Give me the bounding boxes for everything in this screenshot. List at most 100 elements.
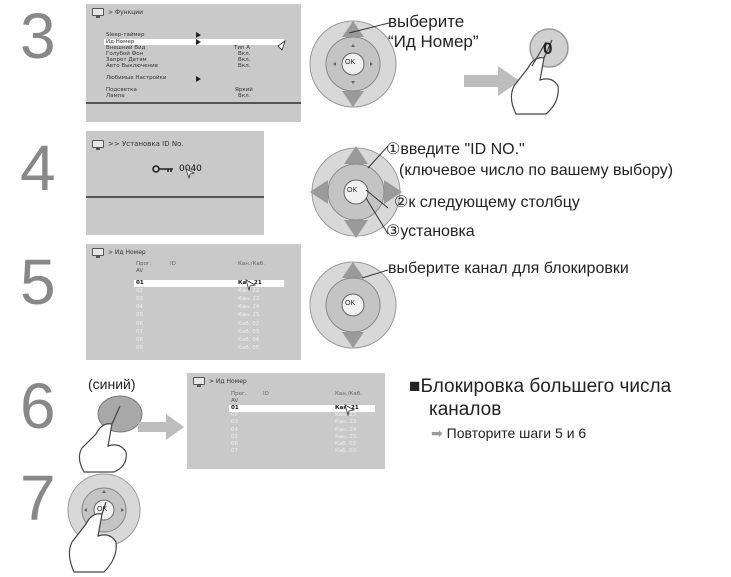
channel-value: Кан. 24	[335, 426, 357, 433]
channel-value: Кан. 22	[335, 412, 357, 419]
id-setup-header: >> Установка ID No.	[92, 140, 184, 150]
column-header-channel: Кан./Каб.	[335, 391, 362, 397]
column-header-id: ID	[170, 261, 176, 267]
id-setup-title: >> Установка ID No.	[108, 140, 184, 148]
channel-value: Каб. 05	[238, 344, 260, 351]
key-icon	[152, 165, 173, 173]
circled-2-icon: ②	[394, 194, 409, 211]
column-header-program: Прог.	[231, 391, 247, 397]
menu-item-backlight[interactable]: Подсветка	[106, 87, 137, 93]
menu-item-id-number[interactable]: Ид Номер	[106, 39, 135, 45]
program-number[interactable]: 03	[136, 296, 143, 303]
menu-value-auto-off: Вкл.	[238, 63, 251, 69]
menu-value-appearance: Тип А	[234, 45, 251, 51]
instruction-next-column-text: к следующему столбцу	[408, 194, 580, 211]
program-number[interactable]: 07	[136, 328, 143, 335]
instruction-enter-number: ①введите "ID NO."	[386, 139, 525, 159]
id-setup-screen: >> Установка ID No. 0040	[86, 131, 264, 235]
ok-button-label-step4[interactable]: OK	[347, 187, 358, 194]
id-code-input[interactable]: 0040	[179, 164, 202, 174]
remote-dpad-step5	[309, 261, 397, 349]
program-number[interactable]: 03	[231, 419, 238, 426]
instruction-keycode-note: (ключевое число по вашему выбору)	[399, 162, 674, 179]
program-number[interactable]: 09	[136, 344, 143, 351]
program-number[interactable]: 02	[231, 412, 238, 419]
menu-item-sleep-timer[interactable]: Sleep-таймер	[106, 32, 145, 38]
functions-menu-title: > Функции	[108, 8, 144, 16]
menu-item-blue-background[interactable]: Голубой Фон	[106, 51, 144, 57]
id-number-list-header: > Ид Номер	[92, 248, 146, 258]
zero-button-label[interactable]: 0	[543, 39, 553, 58]
step-number-5: 5	[20, 246, 56, 318]
program-number[interactable]: 04	[231, 426, 238, 433]
ok-button-label-step7[interactable]: OK	[97, 506, 108, 513]
note-title-line2: каналов	[429, 399, 502, 420]
channel-value: Кан. 22	[238, 288, 260, 295]
step-number-4: 4	[20, 132, 56, 204]
menu-item-favorites[interactable]: Любимые Настройки	[106, 75, 167, 81]
menu-item-child-lock[interactable]: Запрет Детям	[106, 57, 147, 63]
cursor-pointer-icon	[185, 168, 196, 180]
leader-line-step3	[348, 22, 390, 34]
ok-press-with-hand[interactable]	[64, 468, 148, 574]
program-number[interactable]: 02	[136, 288, 143, 295]
step-number-3: 3	[20, 0, 56, 72]
step-number-6: 6	[20, 370, 56, 442]
instruction-select-channel: выберите канал для блокировки	[388, 260, 629, 277]
id-number-list-header-2: > Ид Номер	[193, 377, 247, 387]
functions-menu-screen: > Функции Sleep-таймер Ид Номер Внешний …	[86, 4, 301, 122]
menu-item-lamp[interactable]: Лампа	[106, 93, 125, 99]
channel-selection-highlight	[229, 405, 375, 412]
bullet-square-icon: ■	[409, 376, 421, 397]
program-number[interactable]: 05	[136, 312, 143, 319]
program-number[interactable]: 08	[136, 336, 143, 343]
program-number[interactable]: 04	[136, 304, 143, 311]
remote-dpad-step3	[309, 20, 397, 108]
channel-value: Кан. 23	[238, 296, 260, 303]
column-header-id: ID	[263, 391, 269, 397]
row-av: AV	[231, 398, 239, 404]
cursor-pointer-icon	[245, 279, 257, 292]
program-number[interactable]: 05	[231, 433, 238, 440]
instruction-select-line2: “Ид Номер”	[388, 32, 479, 51]
ok-button-label-step3[interactable]: OK	[345, 59, 356, 66]
program-number[interactable]: 01	[136, 280, 144, 286]
flow-arrow-icon	[138, 414, 184, 440]
instruction-next-column: ②к следующему столбцу	[394, 192, 580, 212]
note-lock-more-channels: ■Блокировка большего числа	[409, 376, 671, 398]
cursor-pointer-icon	[344, 404, 356, 417]
tv-icon	[92, 248, 104, 258]
step-number-7: 7	[20, 462, 56, 534]
note-repeat-text: Повторите шаги 5 и 6	[446, 425, 587, 441]
menu-item-auto-off[interactable]: Авто Выключение	[106, 63, 159, 69]
note-repeat-steps: ➡ Повторите шаги 5 и 6	[431, 425, 586, 442]
instruction-set-text: установка	[400, 223, 475, 240]
tv-icon	[193, 377, 205, 387]
program-number[interactable]: 06	[136, 320, 143, 327]
remote-dpad-step4	[310, 145, 402, 238]
tv-icon	[92, 8, 104, 18]
program-number[interactable]: 06	[231, 441, 238, 447]
ok-button-label-step5[interactable]: OK	[345, 300, 356, 307]
blue-button-with-hand[interactable]	[76, 392, 160, 473]
menu-item-appearance[interactable]: Внешний Вид	[106, 45, 146, 51]
menu-value-backlight: Яркий	[235, 87, 253, 93]
column-header-program: Прог.	[136, 261, 152, 267]
submenu-arrow-icons	[196, 32, 286, 82]
arrow-right-icon: ➡	[431, 425, 443, 441]
instruction-select-line1: выберите	[388, 12, 465, 31]
column-header-channel: Кан./Каб.	[238, 261, 265, 267]
menu-value-blue-background: Вкл.	[238, 51, 251, 57]
row-av: AV	[136, 268, 144, 274]
id-setup-rule	[86, 196, 264, 198]
program-number[interactable]: 01	[231, 405, 239, 411]
menu-selection-highlight	[104, 39, 284, 45]
channel-value: Каб. 02	[238, 320, 260, 327]
program-number[interactable]: 07	[231, 448, 238, 455]
zero-button-with-hand	[510, 28, 569, 115]
id-number-list-title-2: > Ид Номер	[209, 377, 247, 385]
channel-value: Кан. 25	[335, 433, 357, 440]
channel-value: Каб. 03	[238, 328, 260, 335]
flow-arrow-icon	[464, 66, 520, 96]
